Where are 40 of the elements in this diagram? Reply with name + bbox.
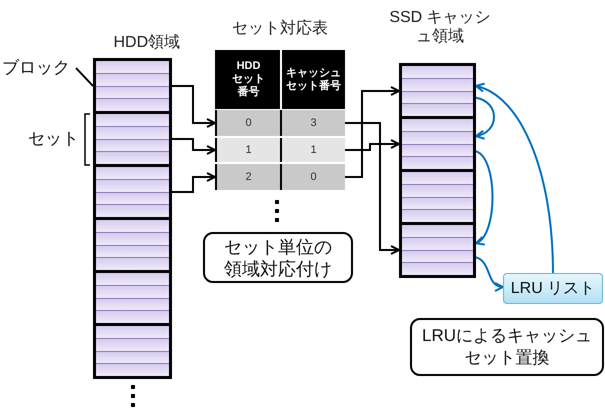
storage-set: [399, 222, 476, 278]
arrow: [345, 86, 400, 178]
storage-set: [93, 217, 172, 273]
area-heading: SSD キャッシュ領域: [388, 8, 492, 46]
table-cell: 3: [280, 110, 345, 136]
callout-label: ブロック: [2, 57, 76, 79]
table-cell: 0: [280, 164, 345, 190]
arrow: [345, 122, 400, 255]
list-tag: LRU リスト: [503, 273, 603, 304]
storage-set: [93, 111, 172, 167]
arrow: [172, 85, 216, 128]
curved-arrow: [475, 96, 495, 139]
set-label: セット: [28, 128, 79, 150]
storage-set: [93, 58, 172, 114]
storage-set: [399, 63, 476, 119]
arrow: [172, 172, 216, 193]
storage-set: [399, 169, 476, 225]
table-cell: 1: [280, 138, 345, 162]
note-box: セット単位の領域対応付け: [203, 232, 353, 283]
curved-arrow: [475, 150, 494, 244]
note-box: LRUによるキャッシュセット置換: [410, 318, 604, 376]
leader-line: [75, 67, 94, 87]
storage-set: [93, 323, 172, 379]
curved-arrow: [476, 256, 504, 291]
column-header: HDD セット番号: [230, 59, 266, 100]
table-title: セット対応表: [231, 18, 329, 39]
table-row: [215, 164, 345, 190]
arrow: [345, 139, 400, 151]
table-cell-text: 0: [244, 116, 253, 131]
table-row: [215, 110, 345, 136]
table-cell-text: 2: [244, 170, 253, 185]
table-cell-text: 1: [244, 142, 253, 158]
arrow: [172, 138, 216, 155]
storage-set: [399, 116, 476, 172]
table-header: [215, 50, 345, 109]
curved-arrow: [475, 84, 554, 274]
storage-set: [93, 164, 172, 220]
table-row: [215, 138, 345, 162]
storage-set: [93, 270, 172, 326]
area-heading: HDD領域: [112, 33, 182, 52]
